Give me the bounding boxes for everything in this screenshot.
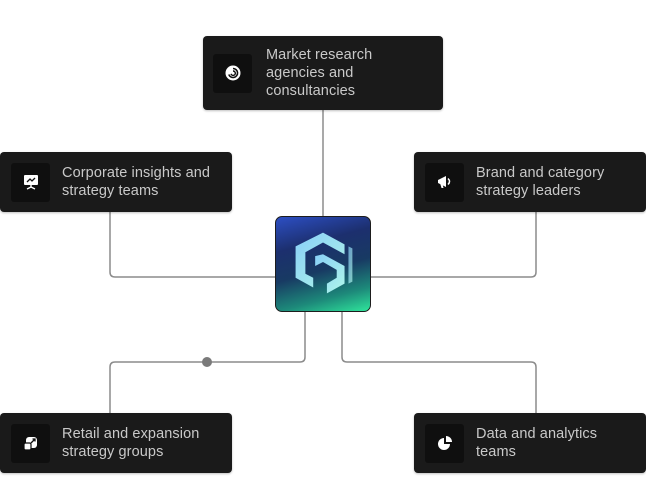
- node-retail-expansion: Retail and expansion strategy groups: [0, 413, 232, 473]
- node-label: Retail and expansion strategy groups: [62, 425, 199, 461]
- connector-right-bottom: [341, 312, 537, 413]
- expand-shapes-icon: [22, 437, 37, 451]
- label-line: Market research: [266, 47, 373, 63]
- node-market-research: Market research agencies and consultanci…: [203, 36, 443, 110]
- node-corporate-insights: Corporate insights and strategy teams: [0, 152, 232, 212]
- node-label: Brand and category strategy leaders: [476, 164, 604, 200]
- label-line: Data and analytics: [476, 426, 598, 442]
- presentation-icon-box: [11, 162, 50, 202]
- connector-left-top: [109, 212, 275, 278]
- spiral-icon-box: [213, 53, 252, 93]
- pie-chart-icon: [437, 436, 452, 450]
- presentation-chart-icon: [23, 175, 38, 190]
- megaphone-icon: [437, 176, 450, 188]
- central-logo: [275, 216, 371, 312]
- label-line: agencies and: [266, 65, 354, 81]
- pie-icon-box: [425, 423, 464, 463]
- label-line: consultancies: [266, 83, 356, 99]
- connector-junction-dot: [202, 357, 212, 367]
- hexagon-logo-icon: [295, 232, 353, 294]
- expand-icon-box: [11, 423, 50, 463]
- label-line: Corporate insights and: [62, 165, 211, 181]
- label-line: strategy leaders: [476, 183, 581, 199]
- label-line: Retail and expansion: [62, 426, 200, 442]
- node-brand-category: Brand and category strategy leaders: [414, 152, 646, 212]
- node-label: Corporate insights and strategy teams: [62, 164, 210, 200]
- label-line: strategy groups: [62, 444, 164, 460]
- node-label: Market research agencies and consultanci…: [266, 46, 372, 100]
- label-line: strategy teams: [62, 183, 159, 199]
- megaphone-icon-box: [425, 162, 464, 202]
- label-line: Brand and category: [476, 165, 605, 181]
- spiral-icon: [225, 65, 240, 81]
- connector-right-top: [371, 212, 537, 278]
- node-label: Data and analytics teams: [476, 425, 597, 461]
- label-line: teams: [476, 444, 516, 460]
- node-data-analytics: Data and analytics teams: [414, 413, 646, 473]
